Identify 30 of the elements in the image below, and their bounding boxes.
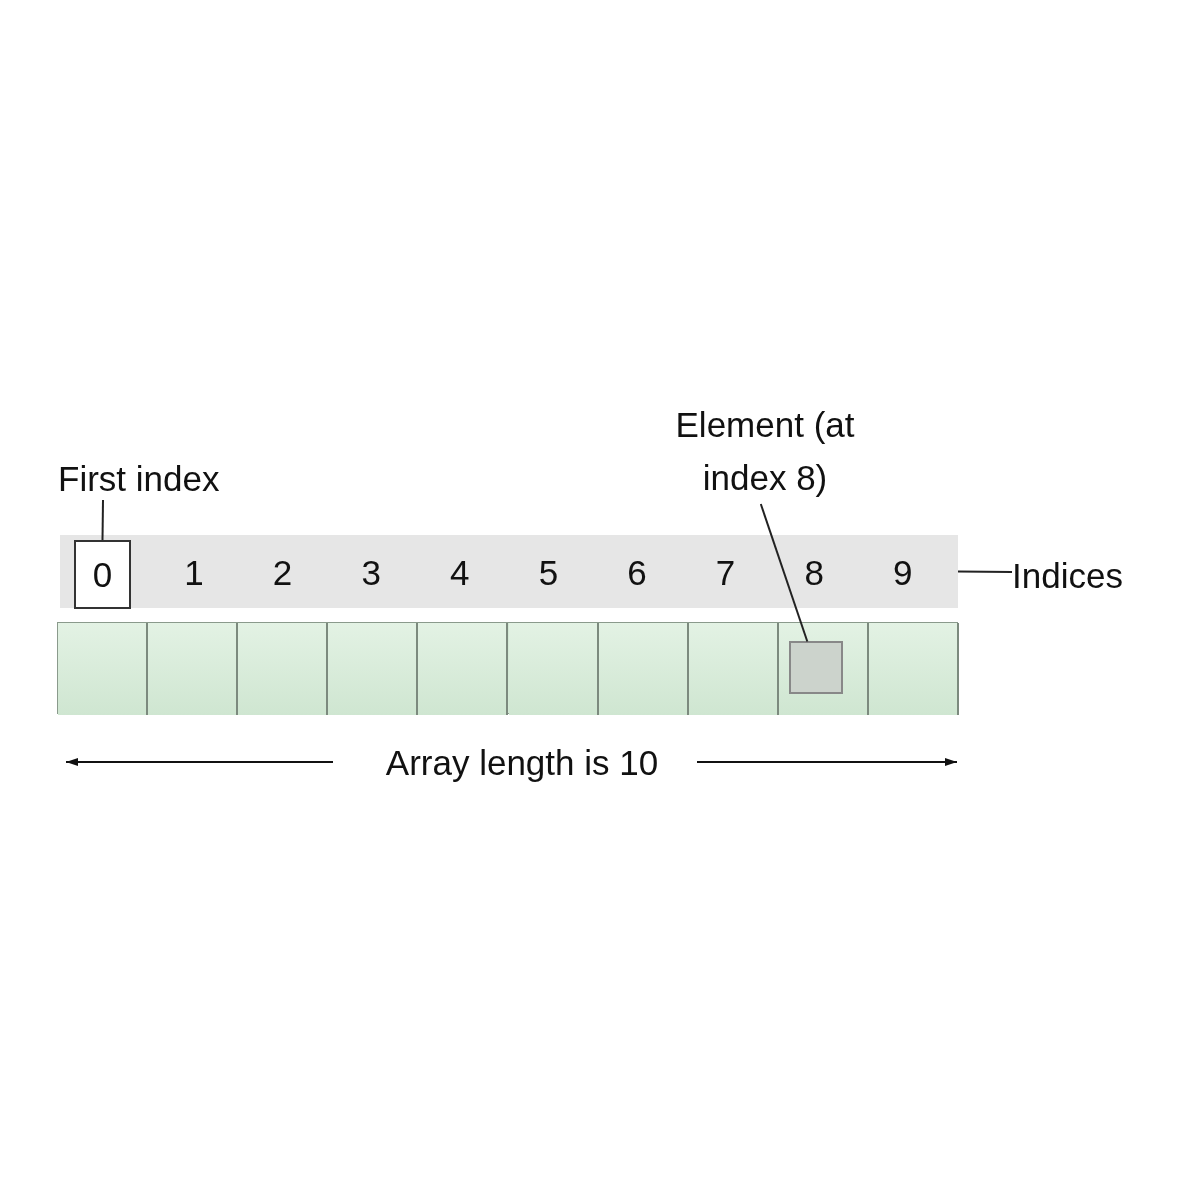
array-cell	[328, 623, 418, 715]
array-cell	[509, 623, 599, 715]
array-cell	[58, 623, 148, 715]
array-bar	[57, 622, 958, 714]
index-number: 5	[538, 554, 559, 590]
array-cell	[238, 623, 328, 715]
array-cell	[418, 623, 508, 715]
index-number: 4	[450, 554, 470, 590]
array-cell	[599, 623, 689, 715]
index-number: 8	[804, 554, 824, 590]
index-number: 1	[184, 554, 204, 590]
element-square	[789, 641, 843, 694]
leader-line	[759, 503, 809, 643]
leader-line	[101, 499, 104, 541]
callout-text: First index	[58, 452, 258, 500]
index-number: 3	[361, 554, 381, 590]
index-number: 6	[627, 554, 647, 590]
callout-text: Indices	[1012, 549, 1162, 595]
index-number: 9	[893, 554, 913, 590]
index-box: 0	[74, 540, 131, 609]
leader-line	[957, 570, 1013, 573]
array-cell	[148, 623, 238, 715]
array-cell	[779, 623, 869, 715]
array-cell	[869, 623, 959, 715]
index-number: 2	[272, 554, 293, 590]
callout-text: Element (at index 8)	[660, 398, 870, 504]
index-band	[60, 535, 958, 608]
dimension-label: Array length is 10	[385, 744, 659, 780]
array-cell	[689, 623, 779, 715]
index-number: 7	[715, 554, 736, 590]
